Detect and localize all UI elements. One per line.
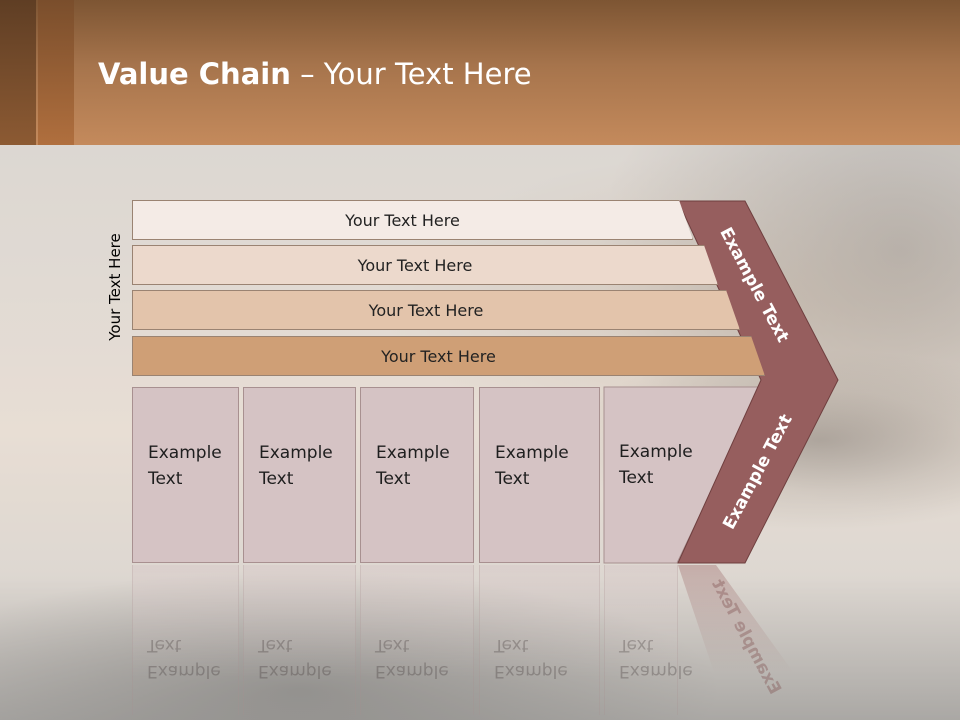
support-activity-bar-3[interactable]: Your Text Here bbox=[132, 290, 740, 330]
primary-activity-label: Text bbox=[619, 468, 654, 488]
title-bar-stripe bbox=[38, 0, 74, 145]
primary-activity-reflection bbox=[360, 565, 474, 715]
support-activity-bar-2[interactable]: Your Text Here bbox=[132, 245, 718, 285]
primary-activity-reflection-text: Example Text bbox=[360, 634, 474, 684]
primary-activity-reflection bbox=[243, 565, 356, 715]
reflection-line: Example bbox=[375, 661, 449, 681]
primary-activity-label: Text bbox=[495, 469, 530, 489]
primary-activity-reflection-text: Example Text bbox=[479, 634, 600, 684]
slide-title-bold: Value Chain bbox=[98, 57, 291, 91]
primary-activity-label: Example bbox=[495, 443, 569, 463]
primary-activity-label: Text bbox=[148, 469, 183, 489]
primary-activity-reflection bbox=[479, 565, 600, 715]
slide-title-rest: – Your Text Here bbox=[290, 57, 532, 91]
primary-activity-box-2[interactable]: Example Text bbox=[243, 387, 356, 563]
primary-activity-label: Example bbox=[376, 443, 450, 463]
margin-arrow[interactable] bbox=[677, 200, 839, 564]
reflection-line: Text bbox=[258, 635, 293, 655]
primary-activity-box-5[interactable]: Example Text bbox=[604, 387, 734, 563]
support-activity-label: Your Text Here bbox=[345, 210, 460, 230]
margin-arrow-reflection bbox=[678, 565, 806, 720]
reflection-line: Text bbox=[147, 635, 182, 655]
reflection-line: Text bbox=[375, 635, 410, 655]
reflection-line: Example bbox=[147, 661, 221, 681]
primary-activity-reflection-text: Example Text bbox=[243, 634, 356, 684]
reflection-line: Text bbox=[619, 635, 654, 655]
reflection-line: Example bbox=[258, 661, 332, 681]
primary-activity-reflection-text: Example Text bbox=[604, 634, 734, 684]
primary-activity-box-5-shape bbox=[603, 386, 762, 564]
support-activity-label: Your Text Here bbox=[381, 346, 496, 366]
reflection-line: Example bbox=[494, 661, 568, 681]
primary-activity-box-1[interactable]: Example Text bbox=[132, 387, 239, 563]
primary-activity-reflection-text: Example Text bbox=[132, 634, 239, 684]
reflection-line: Example bbox=[619, 661, 693, 681]
support-activity-bar-1[interactable]: Your Text Here bbox=[132, 200, 693, 240]
title-bar: Value Chain – Your Text Here bbox=[0, 0, 960, 145]
primary-activity-label: Example bbox=[148, 443, 222, 463]
primary-activity-label: Example bbox=[259, 443, 333, 463]
title-bar-stripe bbox=[0, 0, 36, 145]
primary-activity-label: Text bbox=[376, 469, 411, 489]
reflection-line: Text bbox=[494, 635, 529, 655]
primary-activity-box-4[interactable]: Example Text bbox=[479, 387, 600, 563]
support-activity-label: Your Text Here bbox=[368, 300, 484, 320]
primary-activity-box-3[interactable]: Example Text bbox=[360, 387, 474, 563]
primary-activity-reflection bbox=[132, 565, 239, 715]
slide-title[interactable]: Value Chain – Your Text Here bbox=[98, 52, 532, 96]
support-activity-bar-4[interactable]: Your Text Here bbox=[132, 336, 765, 376]
primary-activity-label: Text bbox=[259, 469, 294, 489]
primary-activity-reflection bbox=[604, 565, 678, 715]
primary-activity-label: Example bbox=[619, 442, 693, 462]
support-activity-label: Your Text Here bbox=[357, 255, 473, 275]
